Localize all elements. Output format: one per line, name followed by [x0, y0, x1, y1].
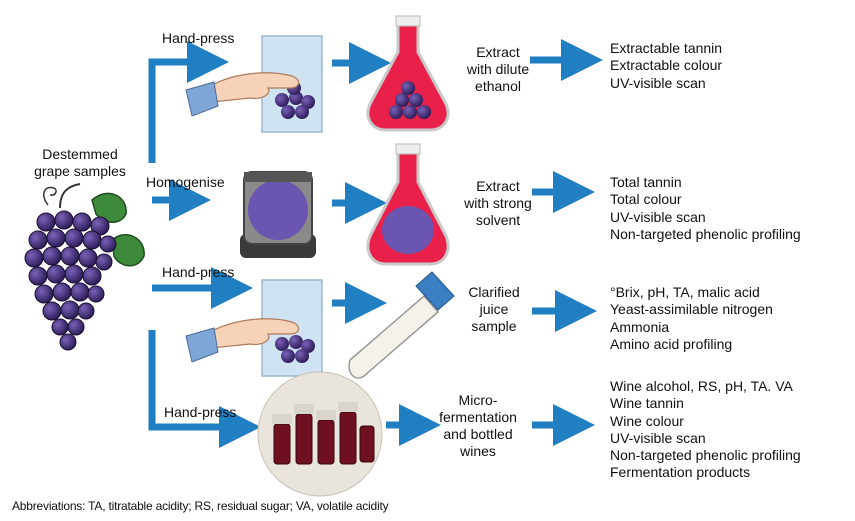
- step-4-line3: and bottled: [443, 426, 513, 442]
- hand-press-bag-2-icon: [185, 279, 323, 377]
- result-item: Wine tannin: [610, 395, 684, 412]
- step-4-line1: Micro-: [458, 392, 498, 408]
- step-2-line3: solvent: [475, 212, 521, 228]
- result-item: UV-visible scan: [610, 74, 706, 91]
- source-label-line1: Destemmed: [42, 146, 118, 162]
- grape-cluster-icon: [24, 183, 145, 351]
- result-item: Non-targeted phenolic profiling: [610, 225, 801, 242]
- result-item: UV-visible scan: [610, 429, 706, 446]
- result-item: Total tannin: [610, 174, 682, 190]
- strong-solvent-flask-icon: [366, 143, 450, 266]
- result-item: Amino acid profiling: [610, 335, 733, 352]
- homogeniser-icon: [240, 171, 316, 258]
- result-item: Total colour: [610, 191, 682, 208]
- result-item: Ammonia: [610, 318, 670, 335]
- result-item: Non-targeted phenolic profiling: [610, 447, 801, 464]
- step-3-line3: sample: [471, 318, 517, 334]
- abbreviations-footnote: Abbreviations: TA, titratable acidity; R…: [12, 499, 389, 513]
- result-item: Extractable tannin: [610, 40, 723, 56]
- results-list-3: °Brix, pH, TA, malic acid Yeast-assimila…: [610, 284, 773, 353]
- step-label-3: Clarified juice sample: [446, 284, 542, 335]
- step-label-4: Micro- fermentation and bottled wines: [428, 392, 528, 460]
- result-item: Fermentation products: [610, 464, 751, 481]
- juice-tube-icon: [348, 271, 455, 379]
- result-item: Extractable colour: [610, 57, 723, 74]
- result-item: UV-visible scan: [610, 208, 706, 225]
- result-item: Yeast-assimilable nitrogen: [610, 301, 773, 318]
- results-list-2: Total tannin Total colour UV-visible sca…: [610, 174, 801, 243]
- step-1-line2: with dilute: [466, 61, 530, 77]
- process-label-3: Hand-press: [162, 264, 235, 280]
- step-2-line2: with strong: [464, 195, 532, 211]
- step-label-2: Extract with strong solvent: [450, 178, 546, 229]
- process-label-1: Hand-press: [162, 30, 235, 46]
- step-3-line1: Clarified: [468, 284, 520, 300]
- step-1-line3: ethanol: [475, 78, 521, 94]
- step-2-line1: Extract: [476, 178, 520, 194]
- process-label-4: Hand-press: [164, 404, 237, 420]
- source-label: Destemmed grape samples: [20, 146, 140, 180]
- row-arrows: [332, 39, 603, 446]
- step-4-line4: wines: [460, 443, 496, 459]
- step-label-1: Extract with dilute ethanol: [450, 44, 546, 95]
- process-label-2: Homogenise: [146, 174, 225, 190]
- step-3-line2: juice: [479, 301, 509, 317]
- result-item: Wine alcohol, RS, pH, TA. VA: [610, 378, 793, 394]
- source-label-line2: grape samples: [34, 163, 126, 179]
- step-1-line1: Extract: [476, 44, 520, 60]
- results-list-1: Extractable tannin Extractable colour UV…: [610, 40, 722, 92]
- result-item: °Brix, pH, TA, malic acid: [610, 284, 760, 300]
- step-4-line2: fermentation: [439, 409, 517, 425]
- hand-press-bag-icon: [185, 35, 323, 133]
- dilute-ethanol-flask-icon: [366, 15, 450, 132]
- branch-connector: [148, 41, 261, 448]
- micro-fermentation-bottles-image: [257, 371, 383, 497]
- result-item: Wine colour: [610, 412, 684, 429]
- results-list-4: Wine alcohol, RS, pH, TA. VA Wine tannin…: [610, 378, 801, 482]
